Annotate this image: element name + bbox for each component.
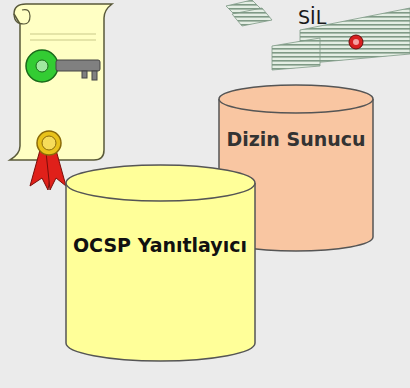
certificate-scroll <box>10 4 112 160</box>
revocation-list-pages <box>226 0 410 70</box>
cylinder-top <box>219 85 373 113</box>
key-icon <box>26 50 100 82</box>
cylinder-body <box>66 183 255 361</box>
database-cylinder: OCSP Yanıtlayıcı <box>65 164 256 362</box>
node-label: OCSP Yanıtlayıcı <box>65 234 256 257</box>
cylinder-outline <box>65 164 256 362</box>
seal-ribbon <box>30 131 66 190</box>
cylinder-top <box>66 165 255 201</box>
caption-label: SİL <box>298 6 326 28</box>
node-label: Dizin Sunucu <box>218 128 374 151</box>
